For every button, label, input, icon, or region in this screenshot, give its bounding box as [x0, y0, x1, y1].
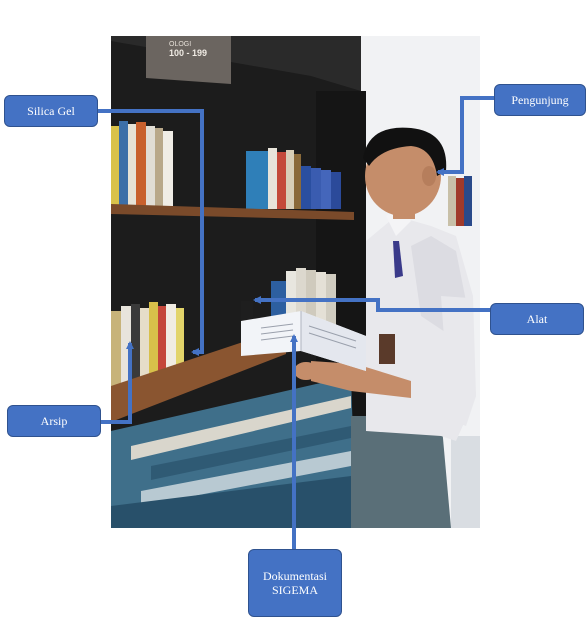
open-book [241, 311, 366, 371]
label-silica-gel: Silica Gel [4, 95, 98, 127]
shelf-plank-top [111, 204, 354, 220]
library-photo: OLOGI 100 - 199 [111, 36, 480, 528]
shelf-sign: OLOGI 100 - 199 [146, 36, 231, 84]
books-top-middle [246, 148, 341, 209]
label-alat: Alat [490, 303, 584, 335]
label-dokumentasi-sigema: Dokumentasi SIGEMA [248, 549, 342, 617]
books-top-left [111, 121, 173, 206]
shelf-plank-middle [111, 336, 286, 422]
silica-gel-arrow [98, 109, 204, 356]
shelf-sign-partial: OLOGI [169, 41, 191, 48]
label-pengunjung: Pengunjung [494, 84, 586, 116]
label-arsip: Arsip [7, 405, 101, 437]
arsip-arrow [100, 341, 134, 424]
shelf-sign-text: 100 - 199 [169, 48, 207, 58]
pengunjung-arrow [436, 96, 494, 176]
alat-arrow [253, 296, 490, 312]
library-photo-illustration: OLOGI 100 - 199 [111, 36, 480, 528]
